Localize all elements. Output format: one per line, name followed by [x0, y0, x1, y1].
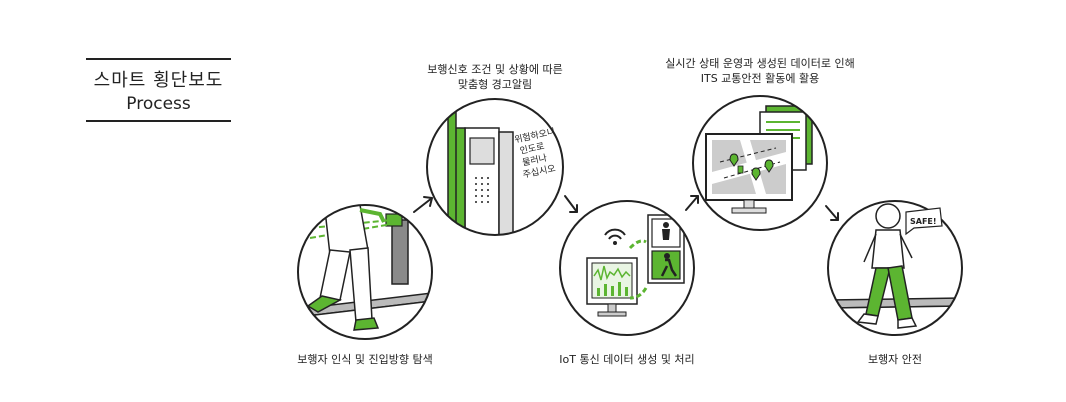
arrow-2-icon [564, 195, 578, 213]
title-korean: 스마트 횡단보도 [93, 70, 224, 91]
arrow-1-icon [413, 196, 433, 213]
step4-caption: 실시간 상태 운영과 생성된 데이터로 인해 ITS 교통안전 활동에 활용 [665, 57, 855, 85]
step3-caption: IoT 통신 데이터 생성 및 처리 [559, 353, 695, 366]
title-bottom-rule [86, 120, 231, 122]
warning-bubble-line-2: 인도로 [519, 141, 546, 157]
safe-bubble-shape [905, 207, 943, 236]
step5-caption: 보행자 안전 [867, 353, 923, 366]
arrow-3-icon [685, 195, 699, 211]
title-block: 스마트 횡단보도 Process [86, 58, 231, 122]
safe-bubble-text: SAFE! [910, 217, 937, 226]
step1-illustration [297, 204, 433, 340]
title-english: Process [126, 94, 191, 114]
flow-arrows [413, 195, 839, 221]
warning-bubble-line-3: 물러나 [521, 153, 548, 169]
step2-caption: 보행신호 조건 및 상황에 따른 맞춤형 경고알림 [427, 63, 563, 91]
step5-illustration [827, 200, 963, 336]
step3-illustration [559, 200, 695, 336]
title-top-rule [86, 58, 231, 60]
step4-illustration [692, 95, 828, 231]
arrow-4-icon [825, 205, 839, 221]
step1-caption: 보행자 인식 및 진입방향 탐색 [297, 353, 433, 366]
